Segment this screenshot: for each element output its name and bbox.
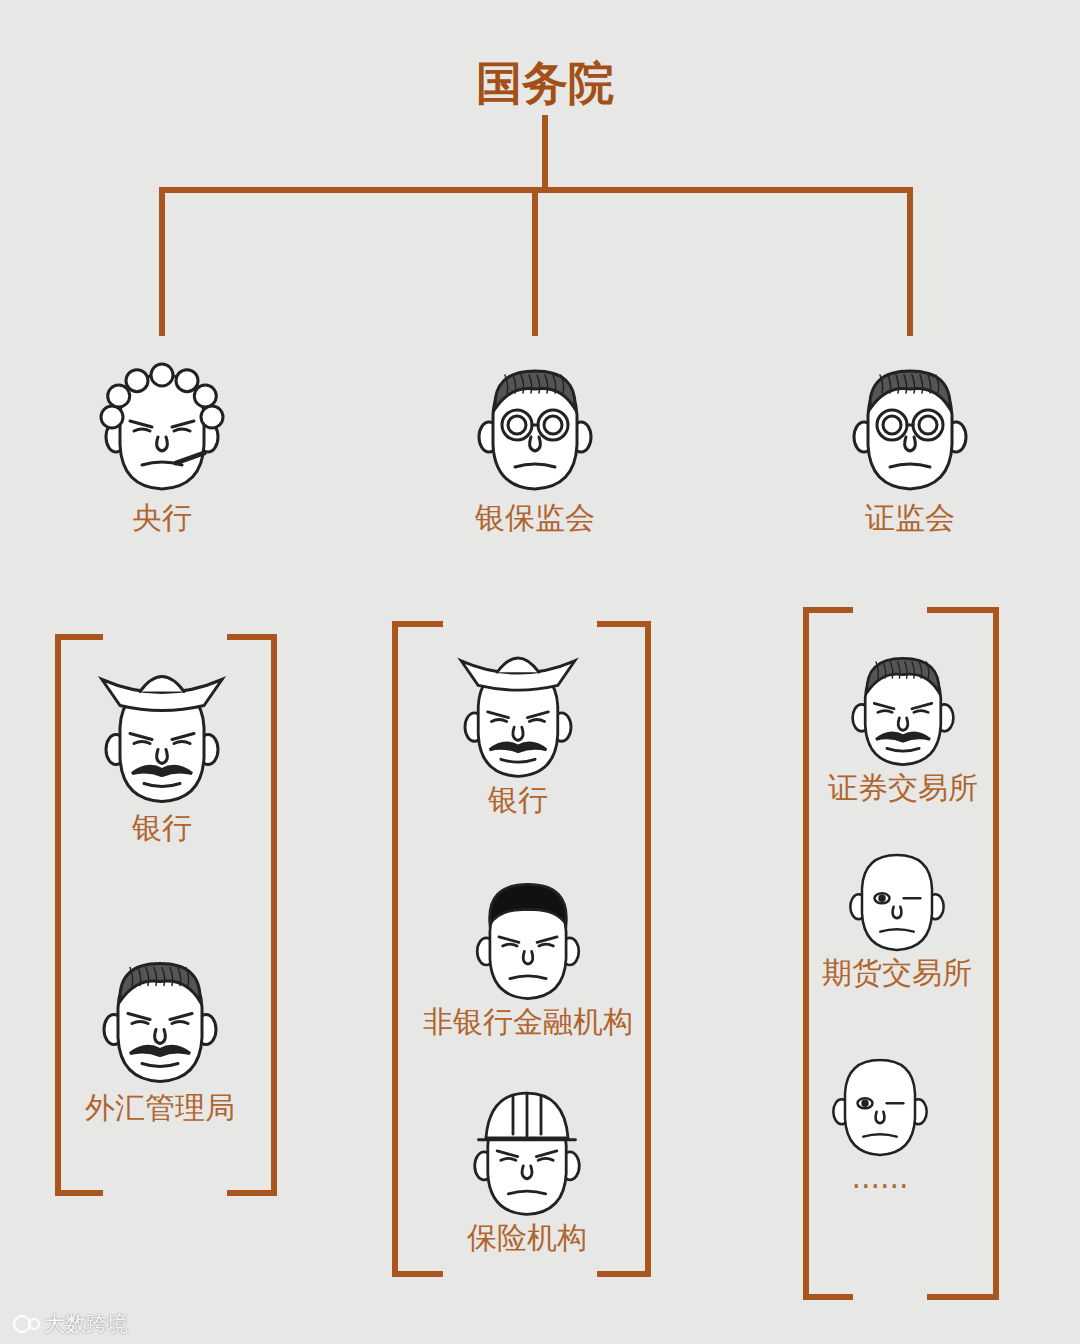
unit-label: 非银行金融机构 (419, 1004, 637, 1040)
watermark-logo (14, 1316, 39, 1332)
cartoon-face (833, 635, 973, 770)
org-unit: 证监会 (836, 340, 984, 536)
unit-label: 保险机构 (463, 1220, 591, 1256)
root-title: 国务院 (466, 56, 624, 111)
cartoon-face (448, 640, 588, 782)
cartoon-face (465, 340, 605, 500)
unit-label: 证监会 (861, 500, 959, 536)
org-unit: 银行 (444, 640, 592, 818)
cartoon-face (458, 868, 598, 1004)
unit-label: 证券交易所 (824, 770, 982, 806)
org-unit: 保险机构 (453, 1080, 601, 1256)
cartoon-face (92, 655, 232, 810)
tree-connector (162, 115, 545, 336)
cartoon-face (90, 935, 230, 1090)
org-unit: 银保监会 (461, 340, 609, 536)
bracket (806, 610, 850, 1297)
org-unit: 银行 (88, 655, 236, 846)
bracket (395, 624, 440, 1274)
unit-label: ...... (847, 1160, 912, 1196)
tree-connector (545, 115, 910, 336)
unit-label: 银行 (484, 782, 552, 818)
org-unit: ...... (806, 1035, 954, 1196)
unit-label: 银行 (128, 810, 196, 846)
org-unit: 非银行金融机构 (415, 868, 641, 1040)
org-unit: 期货交易所 (814, 830, 980, 991)
cartoon-face (810, 1035, 950, 1160)
bracket (230, 637, 274, 1193)
cartoon-face (827, 830, 967, 955)
cartoon-face (92, 340, 232, 500)
watermark: 大数跨境 (44, 1310, 128, 1338)
org-unit: 央行 (88, 340, 236, 536)
unit-label: 外汇管理局 (81, 1090, 239, 1126)
cartoon-face (840, 340, 980, 500)
bracket (600, 624, 648, 1274)
unit-label: 银保监会 (471, 500, 599, 536)
unit-label: 央行 (128, 500, 196, 536)
org-unit: 外汇管理局 (77, 935, 243, 1126)
org-unit: 证券交易所 (820, 635, 986, 806)
cartoon-face (457, 1080, 597, 1220)
title-text: 国务院 (470, 56, 620, 111)
unit-label: 期货交易所 (818, 955, 976, 991)
